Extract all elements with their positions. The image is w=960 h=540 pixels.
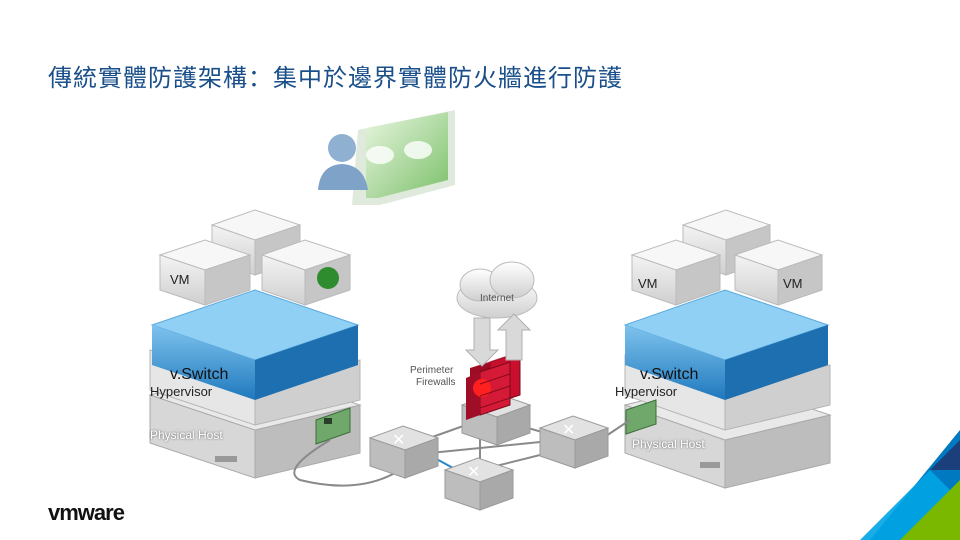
- svg-text:✕: ✕: [562, 420, 575, 439]
- corner-decoration: [860, 430, 960, 540]
- right-vm-label-1: VM: [638, 276, 658, 291]
- left-vswitch-label: v.Switch: [170, 366, 229, 383]
- left-vm-label: VM: [170, 272, 190, 287]
- left-physical-host-label: Physical Host: [150, 428, 223, 442]
- right-hypervisor-label: Hypervisor: [615, 384, 678, 399]
- router-icon: ✕: [443, 457, 515, 511]
- svg-text:✕: ✕: [392, 430, 405, 449]
- slide-title: 傳統實體防護架構：集中於邊界實體防火牆進行防護: [48, 64, 623, 92]
- traffic-arrows-icon: [464, 313, 532, 367]
- left-nic-card-icon: [315, 407, 351, 445]
- vm-status-green-icon: [317, 267, 339, 289]
- right-vswitch-label: v.Switch: [640, 366, 699, 383]
- vmware-logo: vmware: [48, 500, 125, 525]
- internet-label: Internet: [480, 293, 514, 304]
- right-vm-label-2: VM: [783, 276, 803, 291]
- router-icon: ✕: [368, 425, 440, 479]
- right-physical-host-label: Physical Host: [632, 437, 705, 451]
- right-vswitch-block: [623, 289, 830, 400]
- internet-cloud-icon: [456, 261, 538, 319]
- left-vswitch-block: [150, 289, 360, 400]
- router-icon: ✕: [538, 415, 610, 469]
- left-vm-blocks: [158, 209, 352, 306]
- admin-person-monitor-icon: [318, 110, 455, 205]
- right-vm-blocks: [630, 209, 824, 306]
- left-hypervisor-label: Hypervisor: [150, 384, 213, 399]
- firewall-label-line2: Firewalls: [416, 377, 456, 388]
- right-nic-card-icon: [625, 399, 657, 435]
- firewall-label-line1: Perimeter: [410, 365, 454, 376]
- svg-text:✕: ✕: [467, 462, 480, 481]
